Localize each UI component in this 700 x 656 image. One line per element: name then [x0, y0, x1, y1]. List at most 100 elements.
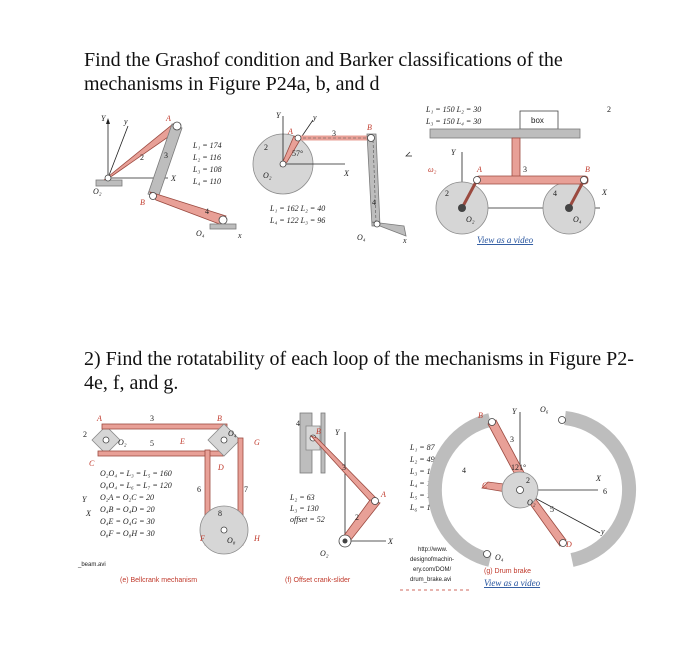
question-1-text: Find the Grashof condition and Barker cl…: [84, 49, 563, 95]
fig-g-num-5: 5: [550, 505, 554, 514]
fig-f-caption: (f) Offset crank-slider: [285, 577, 351, 584]
fig-g-label-O6: O₆: [540, 405, 549, 414]
fig-e-file-link[interactable]: _beam.avi: [77, 562, 106, 568]
fig-b-label-O4: O₄: [357, 233, 366, 242]
fig-b-axis-X: X: [343, 169, 350, 178]
fig-e-num-8: 8: [218, 509, 222, 518]
fig-f-spec-1: L₂ = 63: [289, 493, 315, 502]
fig-e-label-H: H: [253, 534, 261, 543]
fig-g-shoe-right: [564, 411, 637, 567]
fig-d-axis-Y: Y: [451, 148, 457, 157]
fig-g-num-3: 3: [510, 435, 514, 444]
fig-d-label-A: A: [476, 165, 482, 174]
fig-d-num-4: 4: [553, 189, 557, 198]
fig-g-num-4: 4: [462, 466, 466, 475]
fig-e-label-C: C: [89, 459, 95, 468]
fig-e-label-D: D: [217, 463, 224, 472]
fig-f-axis-Y: Y: [335, 428, 341, 437]
fig-a-spec-2: L₂ = 116: [192, 153, 221, 162]
fig-e-spec-1: O₂O₄ = L₃ = L₅ = 160: [100, 469, 172, 478]
fig-e-num-2: 2: [83, 430, 87, 439]
fig-f-spec-3: offset = 52: [290, 515, 325, 524]
fig-e-axis-X: X: [85, 509, 92, 518]
fig-a-label-O2: O₂: [93, 187, 102, 196]
fig-e-axis-Y: Y: [82, 495, 88, 504]
fig-b-axis-y: y: [312, 113, 317, 122]
fig-g-num-2: 2: [526, 476, 530, 485]
fig-f-label-B: B: [316, 427, 321, 436]
fig-d-box-label: box: [531, 116, 544, 125]
fig-e-spec-2: O₈O₄ = L₆ = L₇ = 120: [100, 481, 172, 490]
fig-e-spec-5: O₄E = O₄G = 30: [100, 517, 155, 526]
fig-b-axis-x: x: [402, 236, 407, 245]
fig-g-label-O4: O₄: [495, 553, 504, 562]
fig-a-num-4: 4: [205, 207, 209, 216]
fig-d-axis-X: X: [601, 188, 608, 197]
fig-g-label-D: D: [565, 540, 572, 549]
fig-f-spec-2: L₃ = 130: [289, 504, 319, 513]
fig-e-label-O8: O₈: [227, 536, 236, 545]
fig-b-label-O2: O₂: [263, 171, 272, 180]
fig-e-spec-3: O₂A = O₂C = 20: [100, 493, 154, 502]
fig-e-caption: (e) Bellcrank mechanism: [120, 577, 197, 584]
fig-e-spec-6: O₈F = O₈H = 30: [100, 529, 155, 538]
fig-b-label-A: A: [287, 127, 293, 136]
fig-a-axis-X: X: [170, 174, 177, 183]
fig-e-label-B: B: [217, 414, 222, 423]
fig-g-url-1[interactable]: http://www.: [418, 547, 448, 553]
fig-b-num-4: 4: [372, 198, 376, 207]
fig-b-spec-1: L₁ = 162 L₂ = 40: [269, 204, 325, 213]
fig-g-axis-y: y: [600, 527, 605, 536]
fig-e-label-E: E: [179, 437, 185, 446]
fig-d-label-O2: O₂: [466, 215, 475, 224]
fig-f-num-4: 4: [296, 419, 300, 428]
fig-b-num-2: 2: [264, 143, 268, 152]
fig-b-axis-Y: Y: [276, 111, 282, 120]
fig-a-num-3: 3: [164, 151, 168, 160]
fig-g-caption: (g) Drum brake: [484, 568, 531, 575]
fig-e-label-O4: O₄: [228, 429, 237, 438]
question-2-text: 2) Find the rotatability of each loop of…: [84, 348, 634, 394]
fig-g-url-3[interactable]: ery.com/DOM/: [413, 567, 452, 573]
fig-g-spec-2: L₂ = 49: [409, 455, 435, 464]
fig-e-num-3: 3: [150, 414, 154, 423]
fig-g-url-4[interactable]: drum_brake.avi: [410, 577, 451, 583]
fig-e-label-F: F: [199, 534, 205, 543]
fig-g-num-6: 6: [603, 487, 607, 496]
fig-b-label-B: B: [367, 123, 372, 132]
fig-b-angle: 57°: [292, 149, 303, 158]
fig-a-axis-Y: Y: [101, 114, 107, 123]
fig-e-label-O2: O₂: [118, 438, 127, 447]
fig-d-video-link[interactable]: View as a video: [477, 235, 534, 245]
fig-d-page-number: 2: [607, 105, 611, 114]
fig-a-spec-1: L₁ = 174: [192, 141, 222, 150]
fig-g-label-C: C: [482, 481, 488, 490]
fig-e-spec-4: O₄B = O₄D = 20: [100, 505, 155, 514]
fig-b-num-3: 3: [332, 129, 336, 138]
fig-g-video-link[interactable]: View as a video: [484, 578, 541, 588]
fig-e-num-5: 5: [150, 439, 154, 448]
fig-g-label-B: B: [478, 411, 483, 420]
fig-e-num-7: 7: [244, 485, 248, 494]
fig-d-num-3: 3: [523, 165, 527, 174]
fig-d-spec-2: L₃ = 150 L₄ = 30: [425, 117, 481, 126]
fig-d-label-B: B: [585, 165, 590, 174]
fig-g-angle: 121°: [511, 463, 526, 472]
fig-a-spec-4: L₄ = 110: [192, 177, 221, 186]
fig-d-label-O4: O₄: [573, 215, 582, 224]
fig-e-label-A: A: [96, 414, 102, 423]
fig-g-spec-6: L₆ = 153: [409, 503, 439, 512]
fig-f-axis-X: X: [387, 537, 394, 546]
fig-g-spec-3: L₃ = 100: [409, 467, 439, 476]
fig-a-label-A: A: [165, 114, 171, 123]
fig-a-label-O4: O₄: [196, 229, 205, 238]
fig-f-label-O2: O₂: [320, 549, 329, 558]
fig-f-num-3: 3: [342, 463, 346, 472]
fig-d-spec-1: L₁ = 150 L₂ = 30: [425, 105, 481, 114]
fig-g-url-2[interactable]: designofmachin-: [410, 557, 454, 563]
fig-d-omega: ω₂: [428, 165, 437, 174]
